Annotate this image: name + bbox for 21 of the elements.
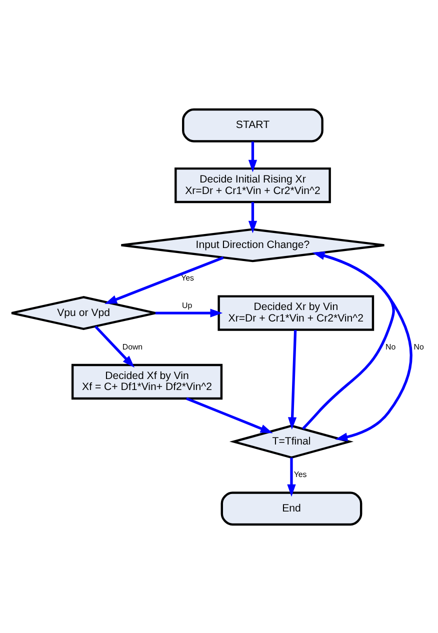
node-box: Decided Xr by Vin Xr=Dr + Cr1*Vin + Cr2*Vin^2 — [218, 294, 374, 330]
node-box: Decided Xf by Vin Xf = C+ Df1*Vin+ Df2*Vin^2 — [71, 363, 223, 400]
edge-label: Up — [182, 300, 192, 310]
edge-label: No — [386, 342, 396, 351]
arrow — [248, 202, 258, 233]
arrow — [287, 457, 296, 496]
edge-label: Yes — [181, 273, 194, 282]
arrow — [288, 329, 297, 430]
edge-label: No — [414, 342, 424, 351]
arrow — [155, 308, 223, 317]
arrow — [94, 325, 135, 368]
node-box: Decide Initial Rising Xr Xr=Dr + Cr1*Vin + Cr2*Vin^2 — [174, 166, 331, 203]
edge-label: Down — [122, 342, 143, 351]
node-box: End — [220, 491, 362, 526]
node-box: START — [182, 108, 324, 142]
arrow — [104, 256, 224, 304]
arrow — [248, 141, 258, 172]
edge-label: Yes — [294, 470, 307, 479]
arrow — [302, 250, 395, 430]
node-diamond: Input Direction Change? — [120, 228, 386, 262]
arrow — [186, 396, 273, 433]
